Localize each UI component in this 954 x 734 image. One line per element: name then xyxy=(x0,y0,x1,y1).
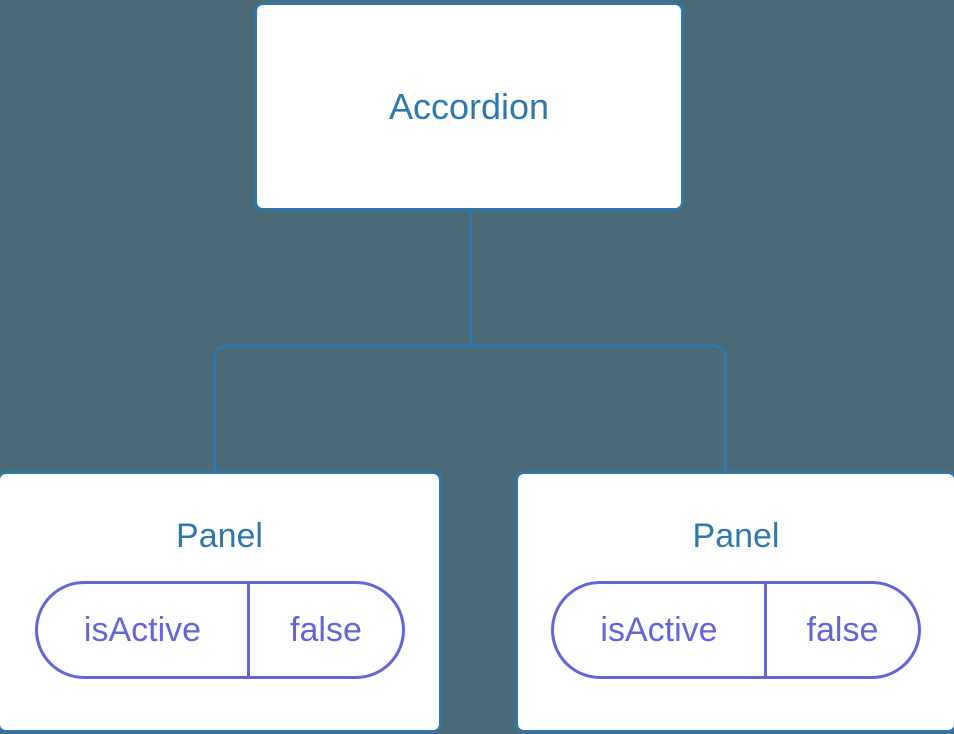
node-panel-0-state-value: false xyxy=(290,611,362,649)
node-panel-1-state-pill[interactable]: isActive false xyxy=(551,581,921,679)
edge-accordion-to-panel-0 xyxy=(213,344,471,474)
node-panel-1-title: Panel xyxy=(692,517,780,555)
node-panel-0-title: Panel xyxy=(176,517,263,555)
node-panel-1-state-key: isActive xyxy=(554,584,767,676)
node-panel-0[interactable]: Panel isActive false xyxy=(0,471,442,733)
edge-accordion-to-panel-1 xyxy=(470,344,727,474)
node-panel-1[interactable]: Panel isActive false xyxy=(515,471,954,733)
node-accordion[interactable]: Accordion xyxy=(254,2,684,211)
node-panel-1-state-value: false xyxy=(806,611,879,649)
node-panel-0-state-key: isActive xyxy=(38,584,251,676)
node-panel-0-state-pill[interactable]: isActive false xyxy=(34,581,405,679)
node-accordion-title: Accordion xyxy=(388,85,550,127)
